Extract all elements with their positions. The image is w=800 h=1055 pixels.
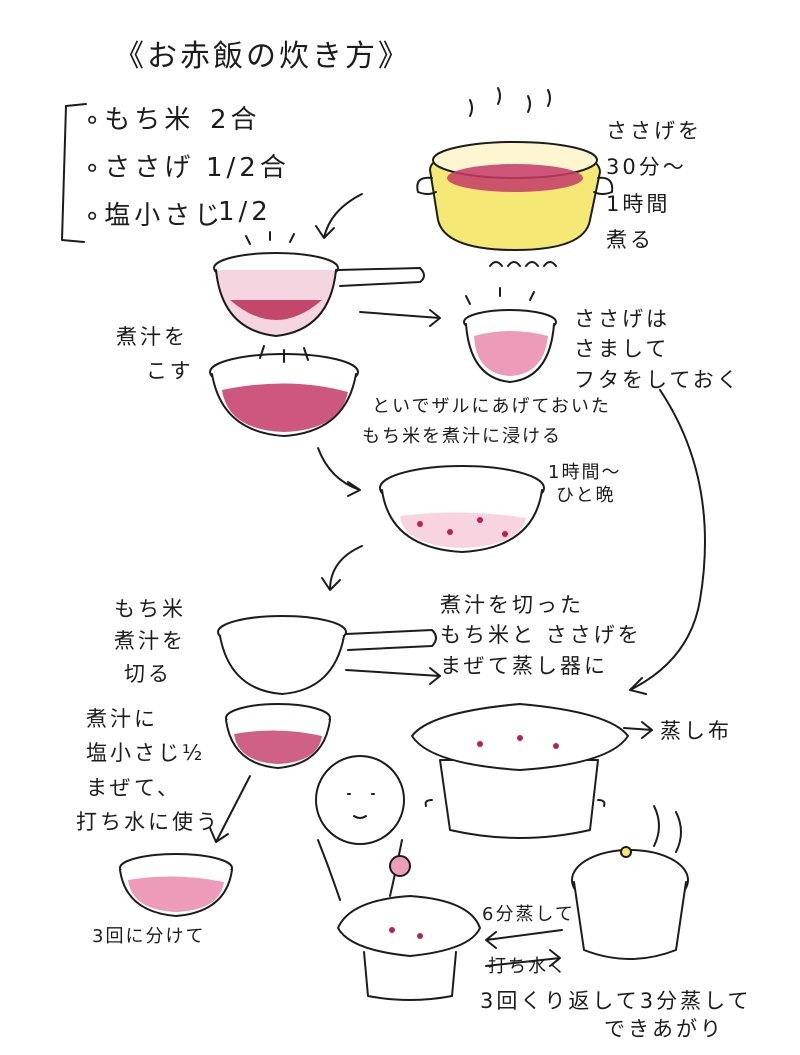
note-done: できあがり	[604, 1017, 724, 1041]
small-steamer-illustration	[337, 895, 481, 1001]
note-line: 煮汁を切った	[440, 593, 584, 617]
arrow-steam-right	[485, 949, 561, 967]
broth-bowl-illustration	[209, 345, 359, 437]
arrow-to-water-bowl	[209, 775, 251, 843]
note-line: 30分～	[606, 155, 687, 180]
arrow-bowl-down	[317, 447, 361, 497]
note-line: 切る	[124, 661, 172, 686]
steamer-illustration	[411, 703, 629, 839]
arrow-strainer-to-beans	[359, 309, 441, 327]
water-bowl-illustration	[119, 853, 233, 917]
label-steam-cloth: 蒸し布	[660, 719, 732, 743]
ingredient-amount: 1/2	[218, 197, 272, 227]
note-three-times: 3回に分けて	[92, 926, 206, 947]
bullet-icon: ∘	[84, 105, 105, 135]
ingredient-bracket	[61, 103, 87, 243]
bullet-icon: ∘	[84, 153, 105, 183]
note-sprinkle: 打ち水く	[488, 956, 568, 977]
note-soak-line2: もち米を煮汁に浸ける	[362, 426, 562, 447]
drain-strainer-illustration	[217, 615, 437, 695]
note-boil: ささげを 30分～ 1時間 煮る	[606, 118, 702, 253]
arrow-curve-mid	[321, 545, 363, 591]
note-line: 煮汁を	[116, 325, 188, 349]
beans-bowl-illustration	[463, 287, 557, 383]
strainer-illustration	[213, 231, 425, 337]
note-line: 塩小さじ½	[86, 741, 206, 766]
note-line: さまして	[574, 337, 670, 362]
note-line: ひと晩	[556, 484, 616, 506]
ingredient-item: ∘ささげ	[84, 152, 194, 185]
note-soak-line1: といでザルにあげておいた	[372, 396, 611, 417]
child-figure-illustration	[315, 755, 411, 901]
note-line: まぜて蒸し器に	[440, 653, 608, 678]
ingredient-name: ささげ	[104, 153, 195, 183]
ingredient-item: ∘もち米	[84, 104, 194, 137]
note-strain: 煮汁を こす	[116, 324, 194, 385]
note-drain: もち米 煮汁を 切る	[114, 596, 186, 687]
note-line: まぜて、	[86, 775, 181, 800]
drain-bowl-illustration	[225, 703, 331, 769]
note-line: フタをしておく	[574, 367, 741, 392]
note-line: もち米	[114, 597, 186, 621]
note-line: 打ち水に使う	[76, 809, 220, 834]
ingredient-name: 塩小さじ	[104, 201, 225, 231]
note-steam-6min: 6分蒸して	[482, 904, 575, 925]
note-line: ささげは	[574, 307, 670, 331]
ingredient-name: もち米	[104, 105, 195, 135]
arrow-cloth	[623, 721, 653, 739]
ingredient-amount: 1/2合	[206, 153, 290, 183]
arrow-right-long	[629, 389, 706, 695]
note-line: 1時間	[606, 191, 671, 216]
note-mix: 煮汁を切った もち米と ささげを まぜて蒸し器に	[440, 592, 642, 679]
ingredient-amount: 2合	[210, 105, 261, 135]
note-repeat: 3回くり返して3分蒸して	[480, 989, 752, 1013]
arrow-to-steamer	[345, 667, 441, 685]
note-salt: 煮汁に 塩小さじ½ まぜて、 打ち水に使う	[76, 706, 220, 835]
note-line: ささげを	[606, 119, 702, 143]
page-title: 《お赤飯の炊き方》	[114, 39, 411, 74]
note-line: もち米と ささげを	[440, 623, 642, 648]
yellow-pot-illustration	[416, 87, 614, 267]
note-line: 煮汁に	[86, 707, 158, 731]
arrow-curve-top	[315, 193, 363, 239]
finished-pot-illustration	[571, 805, 689, 960]
note-line: 煮る	[606, 227, 654, 252]
note-soak-time: 1時間～ ひと晩	[548, 462, 621, 507]
bullet-icon: ∘	[84, 201, 105, 231]
soaking-bowl-illustration	[379, 465, 545, 553]
ingredient-item: ∘塩小さじ	[84, 200, 224, 233]
note-line: こす	[146, 359, 194, 384]
note-cool: ささげは さまして フタをしておく	[574, 306, 741, 393]
note-line: 煮汁を	[114, 629, 186, 654]
arrow-steam-left	[485, 929, 563, 949]
note-line: 1時間～	[548, 462, 622, 483]
